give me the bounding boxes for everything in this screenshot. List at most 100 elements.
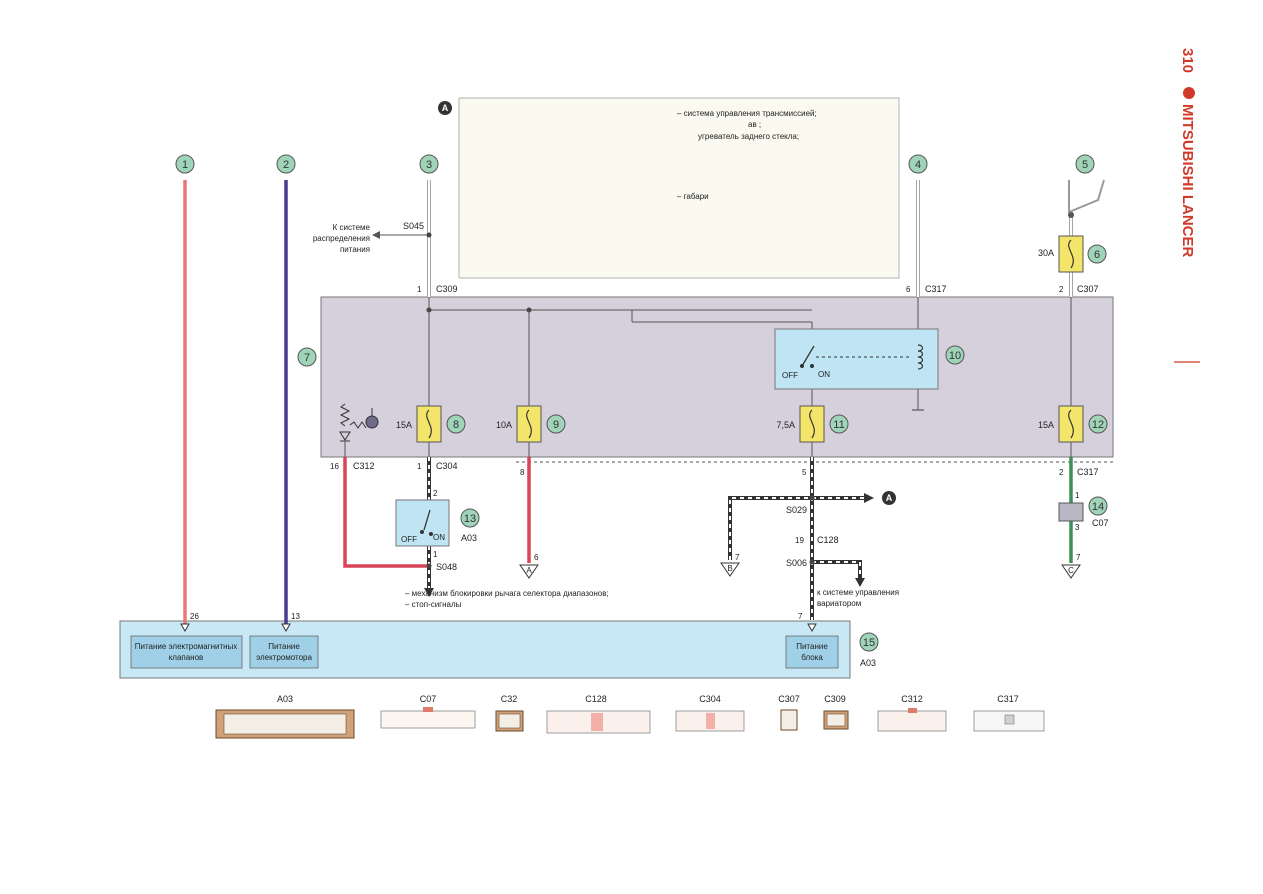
ground-c-icon [1061,564,1081,579]
c317-bottom-label: C317 [1077,467,1099,477]
s045-label: S045 [403,221,424,231]
callout-4: 4 [915,159,921,171]
pin1-c304: 1 [417,462,422,471]
switch-13 [395,499,450,547]
fuse-8 [416,405,442,443]
wire-5-eyelet-icon [1068,212,1074,218]
callout-9-badge [546,414,566,434]
pin2-c317: 2 [1059,468,1064,477]
callout-14-badge [1088,496,1108,516]
callout-4-badge [908,154,928,174]
page-number: 310 [1179,48,1196,73]
ecu-block-3-line2: блока [801,653,823,662]
switch-13-contact-on-icon [429,532,433,536]
c07-label: C07 [1092,518,1109,528]
ecu-block-1-line1: Питание электромагнитных [135,642,238,651]
note-line-2: ав ; [748,120,761,129]
callout-7-badge [297,347,317,367]
wire2-ecu-arrow-icon [281,623,291,633]
wire-5-feed [1068,179,1105,214]
fuse-11-symbol-icon [809,409,815,439]
fuse12-rating: 15A [1038,420,1054,430]
s029-splice-icon [809,495,815,501]
connector-c309-face [826,713,846,727]
pin16: 16 [330,462,339,471]
ecu-block-2-line1: Питание [268,642,300,651]
s045-arrow-icon [372,231,380,239]
pin7: 7 [798,612,803,621]
page-header: 310 MITSUBISHI LANCER [1174,48,1200,363]
connector-label-c312: C312 [901,694,923,704]
callout-8: 8 [453,419,459,431]
callout-1-badge [175,154,195,174]
callout-10-badge [945,345,965,365]
callout-5: 5 [1082,159,1088,171]
c07-pin1: 1 [1075,491,1080,500]
fuse-12-symbol-icon [1068,409,1074,439]
callout-11: 11 [833,419,844,431]
arrow-a-marker: A [886,493,893,503]
callout-5-badge [1075,154,1095,174]
ecu-block-2 [249,635,319,669]
brake-switch-element [339,403,379,457]
connector-c07-14 [1058,502,1084,522]
connector-c307 [780,709,798,731]
ground-c-pin: 7 [1076,553,1081,562]
ground-a-pin: 6 [534,553,539,562]
header-dot-icon [1183,87,1195,99]
note-line-3: угреватель заднего стекла; [698,132,799,141]
fuse8-rating: 15A [396,420,412,430]
pin19: 19 [795,536,804,545]
relay-10-on: ON [818,370,830,379]
connector-label-c317: C317 [997,694,1019,704]
s048-splice-icon [426,563,432,569]
callout-1: 1 [182,159,188,171]
wire1-ecu-arrow-icon [180,623,190,633]
relay-10 [774,328,939,390]
ecu-block-1 [130,635,243,669]
ecu-a03-label: A03 [860,658,876,668]
fuse-9 [516,405,542,443]
callout-14: 14 [1092,501,1104,513]
ground-c-label: C [1068,566,1074,575]
ground-a-label: A [526,566,532,575]
s048-arrow-icon [424,588,434,597]
ground-a-icon [519,564,539,579]
consumers-line1: – механизм блокировки рычага селектора д… [405,589,609,598]
wire-s006-branch-outline [812,560,862,580]
relay-10-switch-icon [801,345,815,367]
pin8: 8 [520,468,525,477]
switch13-a03: A03 [461,533,477,543]
fuse11-ecu-arrow-icon [807,623,817,633]
switch-13-on: ON [433,533,445,542]
callout-6: 6 [1094,249,1100,261]
labels: К системе распределения питания S045 1 C… [190,221,1109,668]
callout-7: 7 [304,352,310,364]
ground-b-icon [720,562,740,577]
pin26: 26 [190,612,199,621]
connector-label-c128: C128 [585,694,607,704]
pin1-c309: 1 [417,285,422,294]
switch-13-blade-icon [423,509,431,531]
fuse9-rating: 10A [496,420,512,430]
fuse-11 [799,405,825,443]
pin2-c307: 2 [1059,285,1064,294]
consumers-line2: – стоп-сигналы [405,600,462,609]
connector-c312 [877,710,947,732]
connector-a03-face [223,713,347,735]
note-box-frame [458,97,900,279]
connector-c312-key [908,708,917,713]
callout-12-badge [1088,414,1108,434]
switch-13-contact-off-icon [420,530,424,534]
connector-label-c304: C304 [699,694,721,704]
to-power-dist-line2: распределения [313,234,370,243]
switch13-pin2: 2 [433,489,438,498]
pin13: 13 [291,612,300,621]
c312-label: C312 [353,461,375,471]
s029-label: S029 [786,505,807,515]
ecu-15-box [119,620,851,679]
brand-title: MITSUBISHI LANCER [1179,104,1196,258]
ecu-block-1-line2: клапанов [169,653,204,662]
ground-b-pin: 7 [735,553,740,562]
